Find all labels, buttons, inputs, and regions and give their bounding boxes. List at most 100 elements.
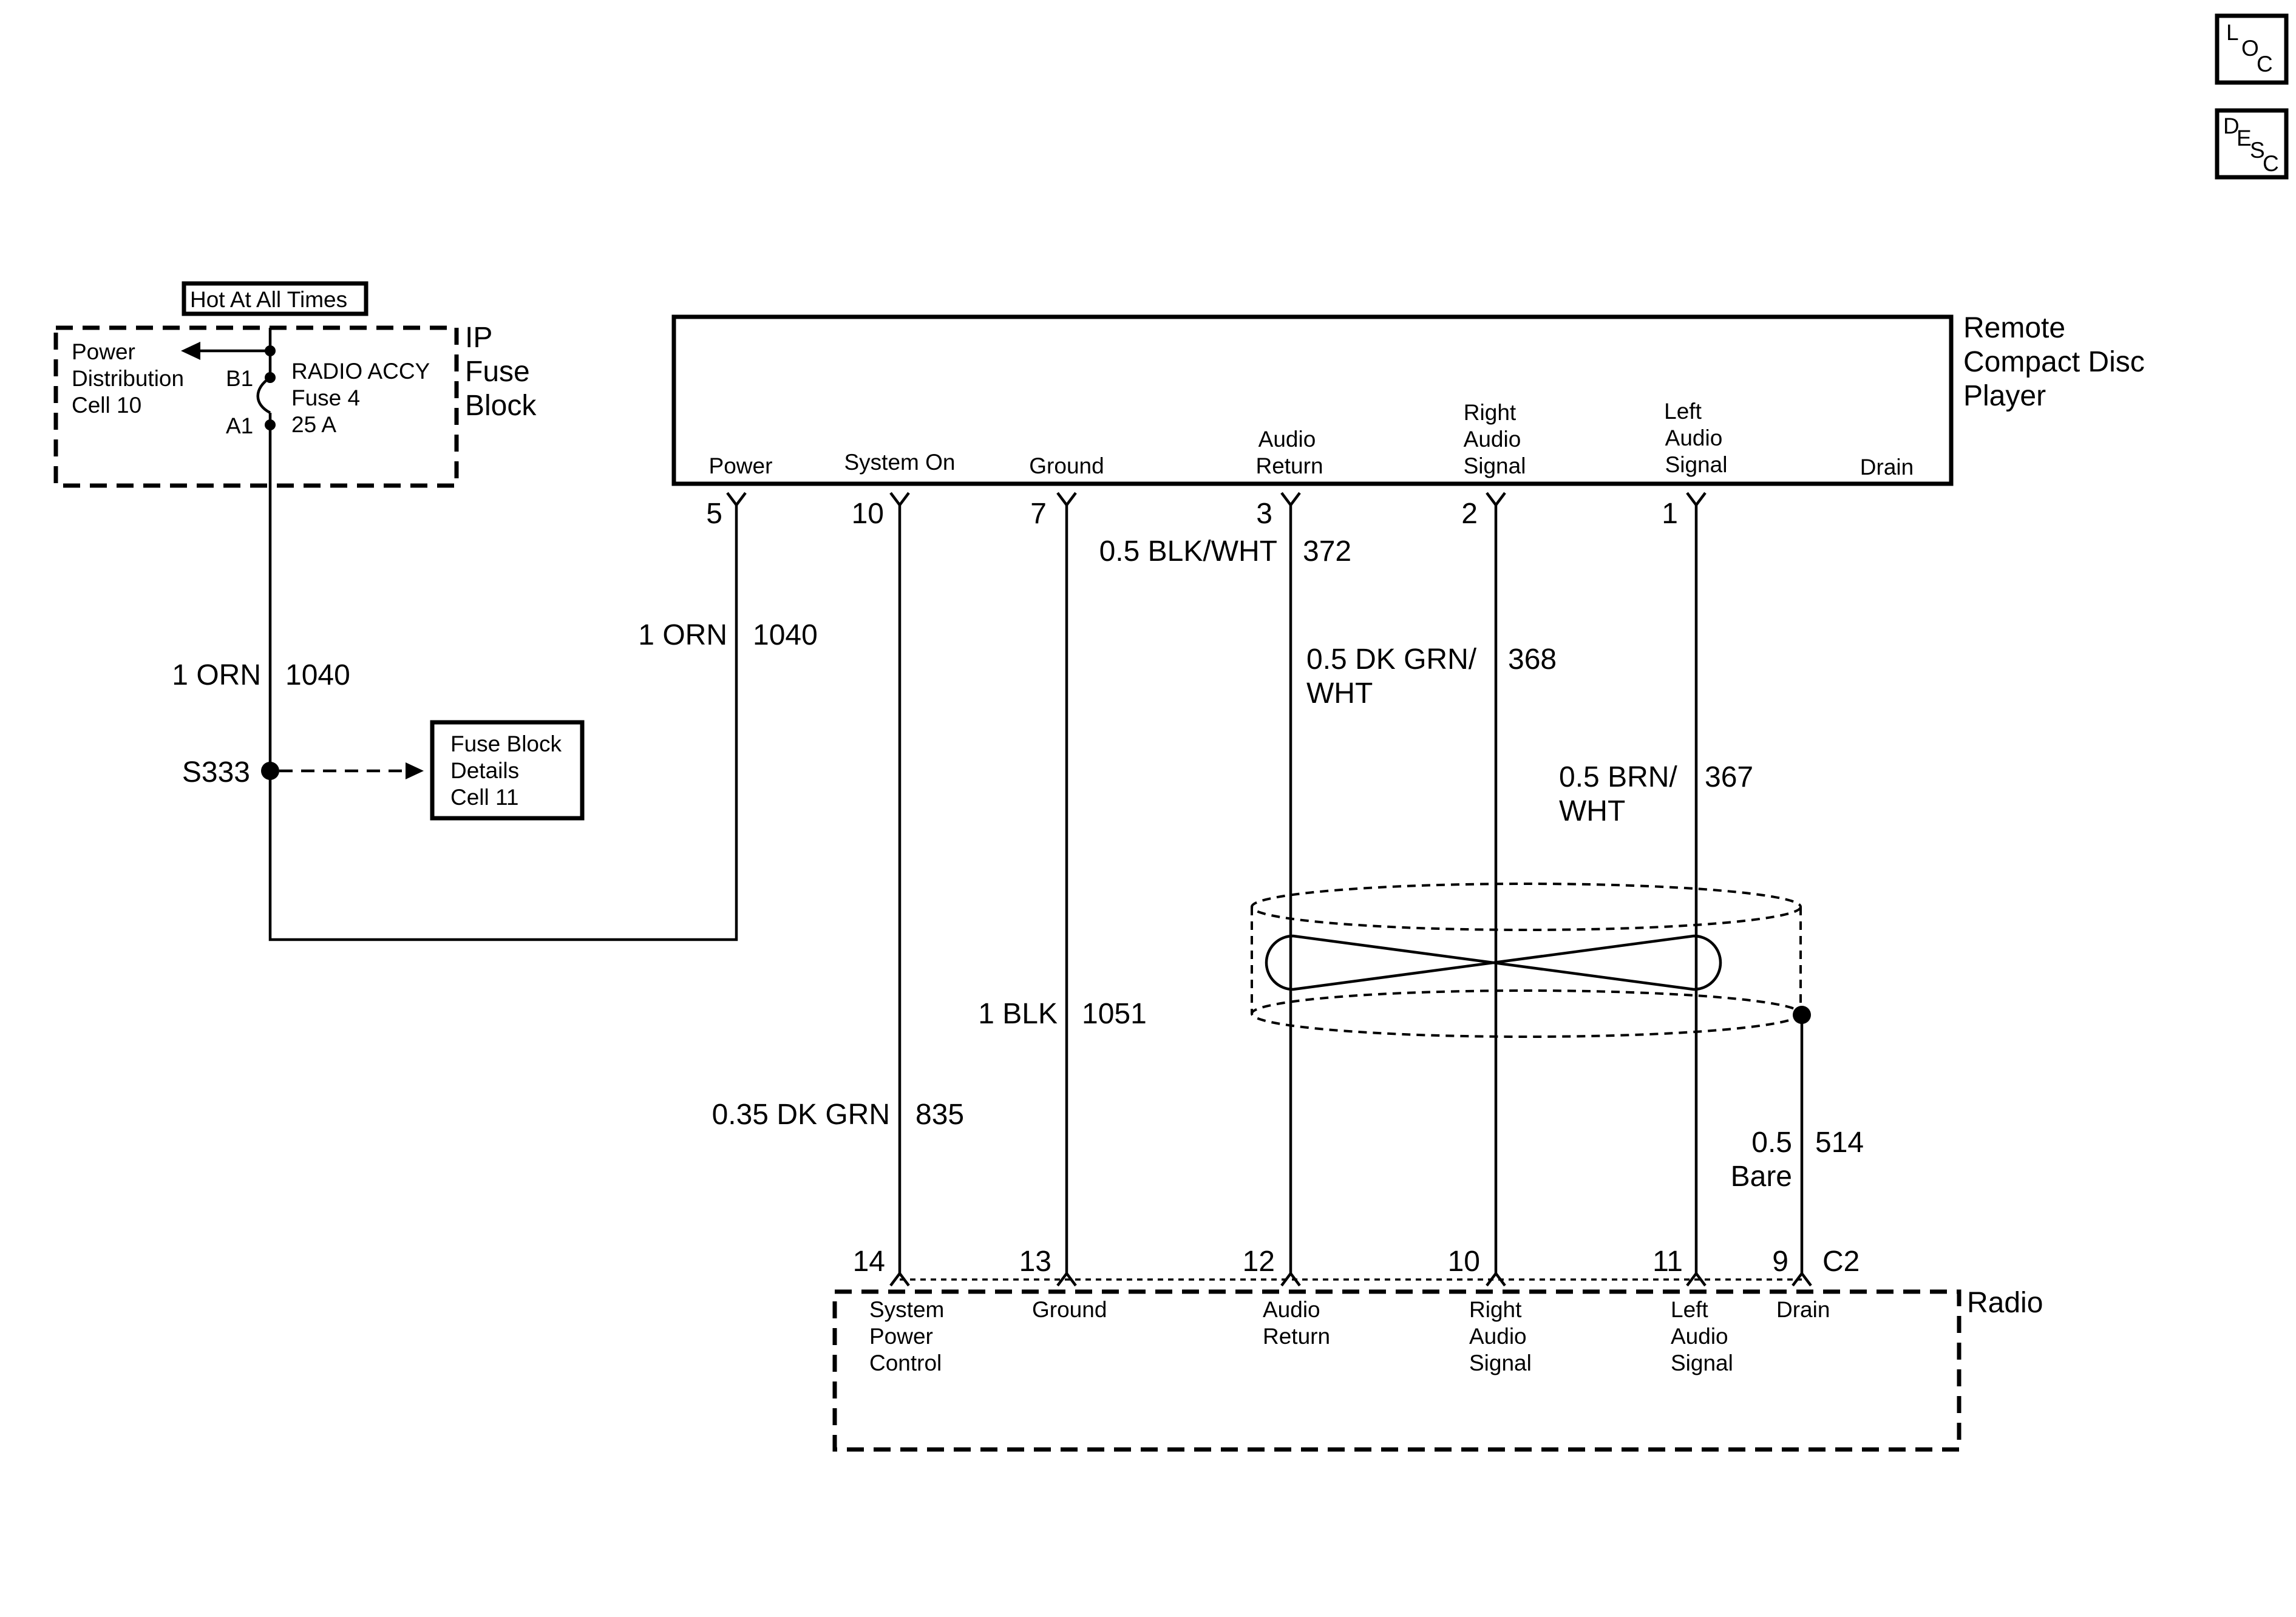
cd-pin-3: 3 [1256,498,1272,530]
shielded-twisted-pair [1251,883,1811,1038]
desc-letter-s: S [2250,138,2265,163]
cd-terminal-right-audio-1: Right [1464,400,1517,425]
wire-367-circuit: 367 [1705,761,1753,793]
radio-terminal-right-audio-3: Signal [1469,1351,1532,1375]
fuse-number-label: Fuse 4 [291,385,360,410]
wire-1040-circuit-left: 1040 [285,659,350,691]
radio-fork-pin-14 [889,1271,910,1287]
fuse-ref-line-1: Fuse Block [450,731,562,756]
radio-terminal-left-audio-3: Signal [1671,1351,1733,1375]
radio-fork-pin-12 [1280,1271,1301,1287]
cd-player-component: Remote Compact Disc Player Power System … [671,312,2145,530]
fuse-ref-line-2: Details [450,758,519,783]
fuse-ref-line-3: Cell 11 [450,785,518,810]
wire-367-color-1: 0.5 BRN/ [1559,761,1677,793]
ip-fuse-block: Hot At All Times IP Fuse Block Power Dis… [53,281,537,488]
radio-terminal-ground: Ground [1032,1297,1107,1322]
wire-514-color-1: 0.5 [1751,1127,1792,1159]
cd-fork-pin-5 [726,492,747,507]
fuse-block-outline [53,325,459,488]
radio-terminal-audio-return-2: Return [1263,1324,1330,1349]
s333-splice-dot [261,762,279,780]
fuse-block-title-2: Fuse [465,356,530,388]
fuse-block-title-3: Block [465,390,537,422]
cd-player-title-2: Compact Disc [1963,346,2145,378]
hot-at-all-times-label: Hot At All Times [190,287,347,312]
wire-1040-circuit-right: 1040 [753,619,818,651]
radio-terminal-left-audio-1: Left [1671,1297,1708,1322]
wire-368-color-1: 0.5 DK GRN/ [1306,643,1477,676]
desc-badge[interactable]: D E S C [2215,108,2289,180]
wire-1040-color-right: 1 ORN [638,619,727,651]
radio-terminal-left-audio-2: Audio [1671,1324,1728,1349]
radio-fork-pin-10 [1486,1271,1506,1287]
cd-terminal-drain: Drain [1860,455,1914,480]
power-feed-wire [268,425,738,941]
radio-outline [832,1289,1961,1452]
radio-pin-12: 12 [1243,1246,1275,1278]
power-dist-arrow-icon [181,342,200,360]
radio-terminal-drain: Drain [1776,1297,1830,1322]
wire-367-color-2: WHT [1559,795,1625,827]
wire-1051-color: 1 BLK [978,998,1058,1030]
cd-terminal-left-audio-3: Signal [1665,452,1728,477]
cd-player-title-3: Player [1963,380,2046,412]
wire-368-color-2: WHT [1306,677,1373,710]
power-dist-label-3: Cell 10 [72,393,141,418]
power-dist-label-1: Power [72,339,135,364]
cd-terminal-system-on: System On [844,450,956,475]
fuse-block-details-ref[interactable]: Fuse Block Details Cell 11 [430,720,585,821]
cd-terminal-right-audio-3: Signal [1464,453,1526,478]
s333-ref-arrow-icon [406,762,424,779]
cd-fork-pin-2 [1486,492,1506,507]
loc-badge[interactable]: L O C [2215,13,2289,85]
cd-terminal-power: Power [709,453,773,478]
radio-pin-10: 10 [1448,1246,1480,1278]
cd-player-box [671,314,1954,486]
wire-1040-color-left: 1 ORN [172,659,261,691]
loc-letter-c: C [2257,52,2273,76]
wire-372-circuit: 372 [1303,535,1351,568]
radio-title: Radio [1967,1287,2043,1319]
wire-368-circuit: 368 [1508,643,1557,676]
power-feed-circuit: 1 ORN 1040 1 ORN 1040 S333 [172,425,818,941]
radio-terminal-system-2: Power [869,1324,933,1349]
cd-pin-5: 5 [706,498,722,530]
cd-fork-pin-1 [1686,492,1707,507]
fuse-name-label: RADIO ACCY [291,359,430,384]
radio-pin-9: 9 [1772,1246,1788,1278]
shield-top-ellipse [1251,883,1802,931]
radio-connector-c2: C2 [1822,1246,1860,1278]
loc-letter-o: O [2241,36,2259,61]
cd-fork-pin-3 [1280,492,1301,507]
cd-terminal-right-audio-2: Audio [1464,427,1521,452]
wire-835-color: 0.35 DK GRN [712,1099,890,1131]
radio-fork-pin-9 [1792,1271,1812,1287]
radio-terminal-system-1: System [869,1297,944,1322]
wire-514-color-2: Bare [1731,1161,1792,1193]
loc-letter-l: L [2226,20,2239,45]
hot-at-all-times-box [182,281,369,316]
cd-pin-10: 10 [852,498,884,530]
radio-terminal-system-3: Control [869,1351,942,1375]
wire-835-circuit: 835 [915,1099,964,1131]
wire-1051-circuit: 1051 [1082,998,1147,1030]
radio-fork-pin-13 [1056,1271,1077,1287]
desc-letter-d: D [2223,114,2240,138]
shield-bottom-ellipse [1251,989,1802,1038]
radio-terminal-audio-return-1: Audio [1263,1297,1320,1322]
radio-terminal-right-audio-1: Right [1469,1297,1522,1322]
power-dist-label-2: Distribution [72,366,184,391]
desc-letter-c: C [2263,151,2279,176]
radio-component: Radio C2 14 13 12 10 11 9 System Power C… [832,1246,2043,1452]
cd-fork-pin-10 [889,492,910,507]
cd-terminal-ground: Ground [1029,453,1104,478]
terminal-a1-label: A1 [226,413,253,438]
cd-pin-7: 7 [1030,498,1047,530]
cd-fork-pin-7 [1056,492,1077,507]
cd-terminal-left-audio-1: Left [1664,399,1702,424]
desc-letter-e: E [2237,126,2252,151]
cd-pin-2: 2 [1461,498,1478,530]
signal-wires: 0.35 DK GRN 835 1 BLK 1051 0.5 BLK/WHT 3… [712,505,1864,1273]
